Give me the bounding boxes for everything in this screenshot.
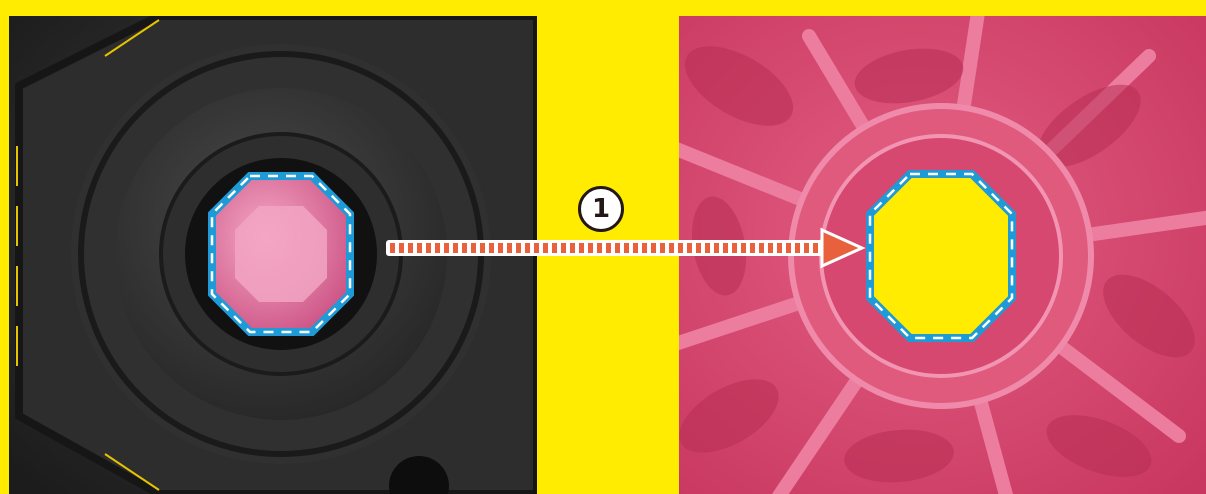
hole-photo-panel [679, 16, 1206, 494]
octagonal-hole-icon [679, 16, 1206, 494]
step-number-badge: 1 [578, 186, 624, 232]
peg-top-facet [235, 206, 327, 302]
octagonal-peg-icon [9, 16, 537, 494]
peg-photo-panel [9, 16, 537, 494]
step-number: 1 [592, 194, 610, 224]
octagon-hole [870, 174, 1012, 338]
